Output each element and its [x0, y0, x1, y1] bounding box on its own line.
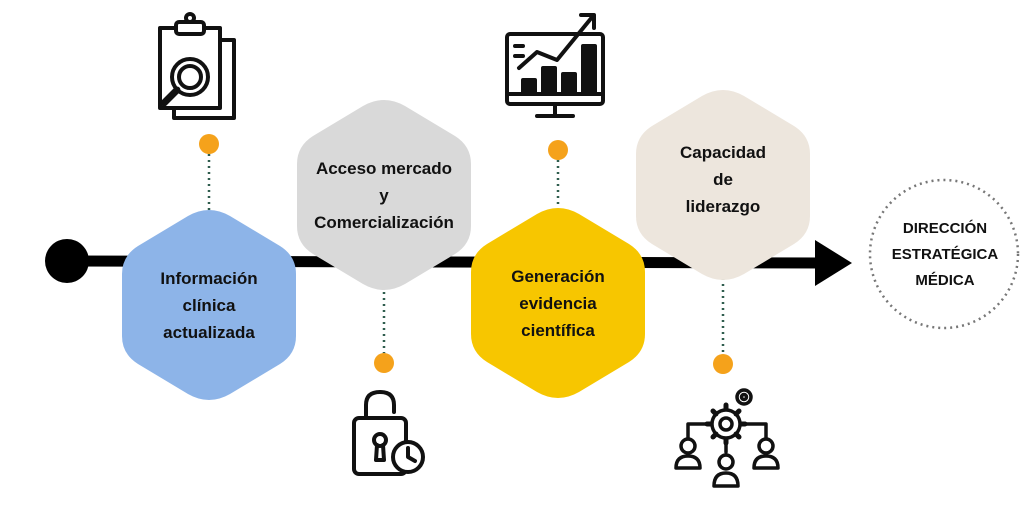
step-label-generacion-evidencia: Generación evidencia científica: [511, 266, 605, 340]
clipboard-search-icon: [158, 12, 236, 120]
step-dot-3: [548, 140, 568, 160]
hexagon-informacion-clinica: [122, 210, 296, 400]
hexagon-acceso-mercado: [297, 100, 471, 290]
step-label-capacidad-liderazgo: Capacidad de liderazgo: [680, 142, 766, 216]
timeline-arrowhead: [815, 240, 852, 286]
hexagon-capacidad-liderazgo: [636, 90, 810, 280]
goal-label: DIRECCIÓN ESTRATÉGICA MÉDICA: [891, 220, 999, 289]
step-dot-4: [713, 354, 733, 374]
step-label-acceso-mercado: Acceso mercado y Comercialización: [314, 158, 454, 232]
step-dot-1: [199, 134, 219, 154]
padlock-clock-icon: [352, 390, 425, 476]
chart-monitor-icon: [505, 13, 605, 118]
team-gear-icon: [674, 388, 780, 488]
hexagon-generacion-evidencia: [471, 208, 645, 398]
goal-circle: [868, 178, 1020, 330]
step-dot-2: [374, 353, 394, 373]
step-label-informacion-clinica: Información clínica actualizada: [160, 268, 258, 342]
